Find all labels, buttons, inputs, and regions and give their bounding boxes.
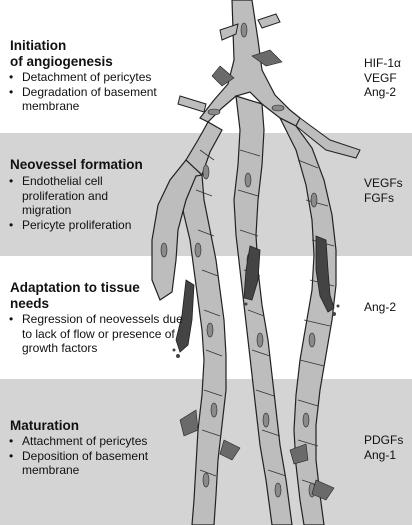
stage-bullets-initiation: Detachment of pericytes Degradation of b… [8, 70, 188, 114]
factor-label: FGFs [364, 190, 394, 205]
stage-factors-initiation: HIF-1α VEGF Ang-2 [364, 56, 401, 100]
vessel-center-branch [233, 95, 293, 525]
pericytes [179, 49, 335, 501]
factor-label: HIF-1α [364, 56, 401, 70]
vessel-left-branch [177, 121, 227, 525]
stage-title-neovessel: Neovessel formation [10, 157, 143, 173]
bullet-item: Regression of neovessels due to lack of … [8, 312, 183, 356]
factor-label: Ang-2 [364, 300, 397, 314]
bullet-item: Pericyte proliferation [8, 218, 148, 233]
factor-label: VEGF [364, 70, 397, 85]
bullet-item: Deposition of basement membrane [8, 449, 183, 478]
vessel-right-branch [278, 116, 337, 525]
stage-factors-neovessel: VEGFs FGFs [364, 176, 403, 205]
vessel-tubes [151, 0, 337, 525]
bullet-item: Attachment of pericytes [8, 434, 183, 449]
stage-title-maturation: Maturation [10, 418, 79, 434]
stage-title-line: needs [10, 296, 50, 311]
factor-label: Ang-1 [364, 447, 397, 462]
factor-label: PDGFs [364, 433, 404, 447]
stage-title-line: Maturation [10, 418, 79, 433]
stage-title-line: Initiation [10, 38, 67, 53]
stage-factors-adaptation: Ang-2 [364, 300, 396, 315]
bullet-item: Endothelial cell proliferation and migra… [8, 174, 148, 218]
bullet-item: Degradation of basement membrane [8, 85, 188, 114]
factor-label: Ang-2 [364, 85, 397, 99]
vessel-far-left-branch [151, 159, 204, 301]
factor-label: VEGFs [364, 176, 403, 190]
bullet-item: Detachment of pericytes [8, 70, 188, 85]
stage-title-line: Neovessel formation [10, 157, 143, 172]
stage-title-line: of angiogenesis [10, 54, 113, 69]
stage-bullets-maturation: Attachment of pericytes Deposition of ba… [8, 434, 183, 478]
stage-bullets-neovessel: Endothelial cell proliferation and migra… [8, 174, 148, 232]
stage-bullets-adaptation: Regression of neovessels due to lack of … [8, 312, 183, 356]
regressing-vessel-right [315, 235, 335, 313]
stage-title-initiation: Initiation of angiogenesis [10, 38, 113, 70]
stage-title-line: Adaptation to tissue [10, 280, 140, 295]
regressing-vessel-center [243, 245, 261, 301]
stage-factors-maturation: PDGFs Ang-1 [364, 433, 403, 462]
stage-title-adaptation: Adaptation to tissue needs [10, 280, 140, 312]
